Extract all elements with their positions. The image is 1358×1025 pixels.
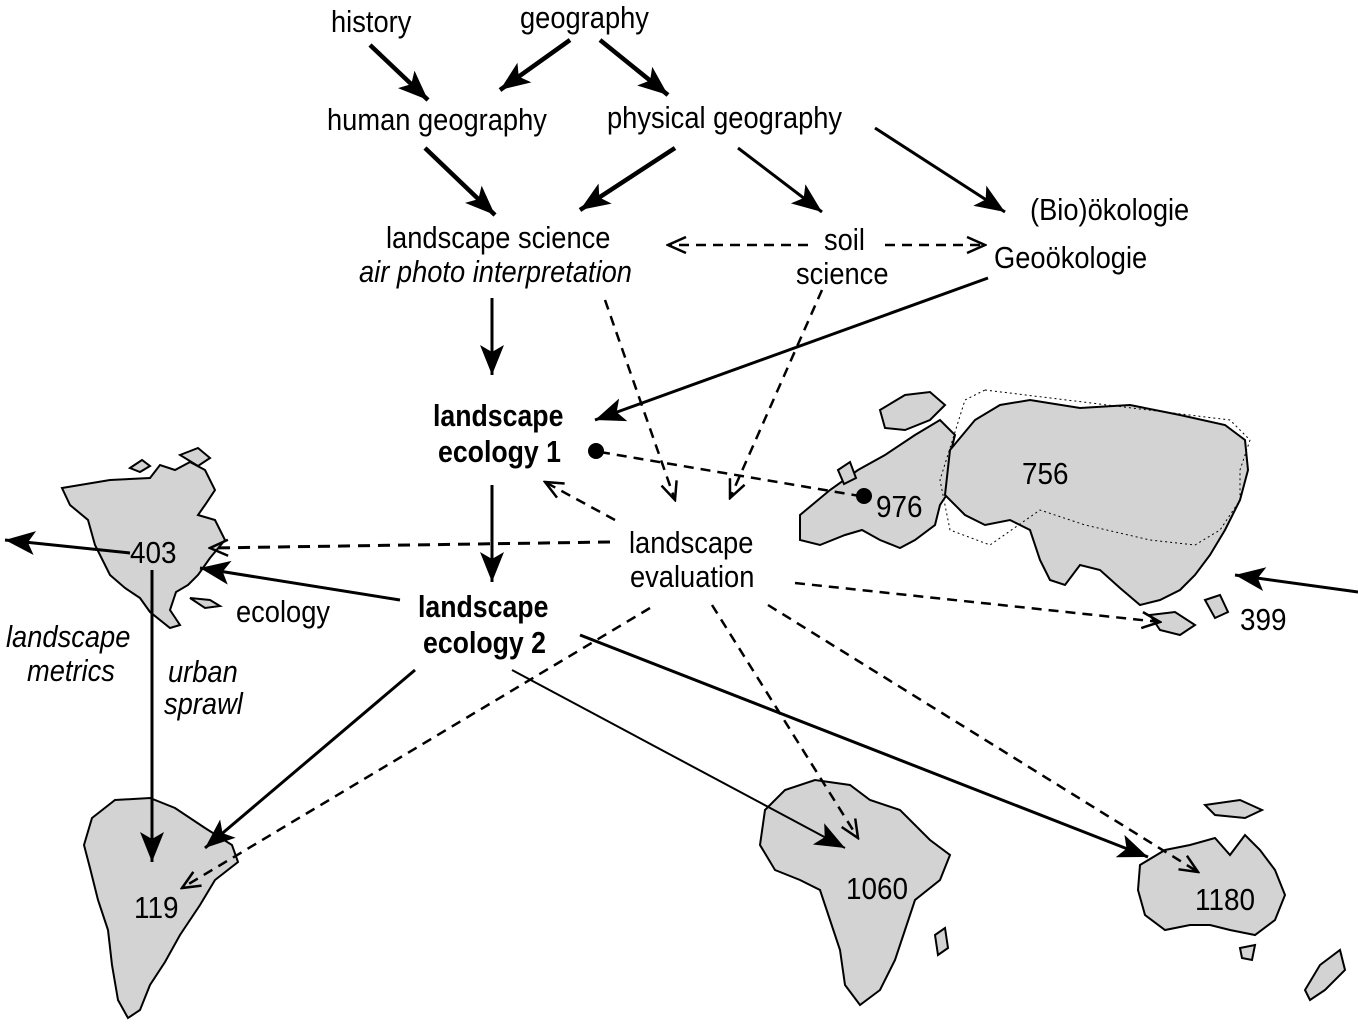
label-ecology: ecology	[236, 594, 331, 629]
node-geography: geography	[520, 0, 649, 35]
node-history: history	[331, 4, 412, 39]
arrow-history-to-human-geography	[368, 43, 430, 102]
count-south-america: 119	[134, 890, 179, 925]
arrow-landscape-ecology-2-to-north-america	[199, 560, 401, 602]
node-landscape-science: landscape science	[386, 220, 611, 255]
landscape-ecology-1-origin-dot	[588, 443, 604, 459]
node-landscape-ecology-2-line1: landscape	[418, 589, 549, 624]
label-urban-sprawl-line1: urban	[168, 654, 238, 689]
arrow-landscape-ecology-2-to-africa	[511, 669, 846, 849]
dashed-evaluation-to-landscape-ecology-1	[545, 482, 616, 522]
dashed-evaluation-to-north-america	[210, 542, 611, 548]
node-physical-geography: physical geography	[607, 100, 843, 135]
node-human-geography: human geography	[327, 102, 547, 137]
label-landscape-metrics-line1: landscape	[6, 619, 131, 654]
arrow-inward-to-southeast-asia	[1234, 567, 1358, 594]
arrow-human-geography-to-landscape-science	[423, 146, 497, 217]
arrow-physical-geography-to-geooekologie	[874, 126, 1006, 214]
dashed-landscape-ecology-1-to-europe	[599, 450, 861, 498]
continent-africa	[758, 778, 952, 1007]
node-landscape-ecology-1-line1: landscape	[433, 398, 564, 433]
node-soil-science-line2: science	[796, 256, 889, 291]
continent-australia	[1136, 798, 1347, 1002]
dashed-soil-science-to-evaluation	[730, 289, 824, 498]
node-landscape-evaluation-line1: landscape	[629, 525, 754, 560]
dashed-evaluation-to-southeast-asia	[794, 581, 1160, 622]
count-north-america: 403	[130, 535, 177, 570]
node-landscape-ecology-1-line2: ecology 1	[438, 434, 561, 469]
node-geooekologie: Geoökologie	[994, 240, 1148, 275]
arrow-north-america-outward-left	[4, 531, 131, 556]
dashed-landscape-science-to-evaluation	[603, 299, 675, 500]
count-europe: 976	[876, 489, 923, 524]
arrow-geooekologie-to-landscape-ecology-1	[594, 276, 989, 422]
continent-asia	[943, 398, 1250, 637]
node-landscape-evaluation-line2: evaluation	[630, 559, 755, 594]
russia-boundary-outline	[939, 389, 1251, 546]
europe-origin-dot	[856, 488, 872, 504]
node-bio-oekologie: (Bio)ökologie	[1030, 192, 1190, 227]
count-australia: 1180	[1195, 882, 1256, 917]
arrow-geography-to-human-geography	[498, 38, 572, 92]
label-landscape-metrics-line2: metrics	[27, 653, 115, 688]
continent-north-america	[60, 446, 227, 630]
continent-south-america	[82, 796, 240, 1020]
label-urban-sprawl-line2: sprawl	[164, 686, 243, 721]
dashed-evaluation-to-africa	[710, 604, 858, 838]
node-air-photo-interpretation: air photo interpretation	[359, 254, 632, 289]
continent-europe	[799, 390, 967, 550]
arrow-geography-to-physical-geography	[598, 38, 670, 97]
count-africa: 1060	[846, 871, 909, 906]
arrow-physical-geography-to-soil-science	[737, 146, 823, 214]
arrow-physical-geography-to-landscape-science	[578, 146, 677, 212]
count-southeast-asia: 399	[1240, 602, 1287, 637]
count-russia: 756	[1022, 456, 1069, 491]
arrow-landscape-ecology-2-to-south-america	[204, 668, 416, 850]
node-soil-science-line1: soil	[824, 222, 865, 257]
arrow-landscape-ecology-2-to-australia	[579, 633, 1149, 859]
node-landscape-ecology-2-line2: ecology 2	[423, 625, 546, 660]
dashed-evaluation-to-south-america	[182, 606, 651, 888]
